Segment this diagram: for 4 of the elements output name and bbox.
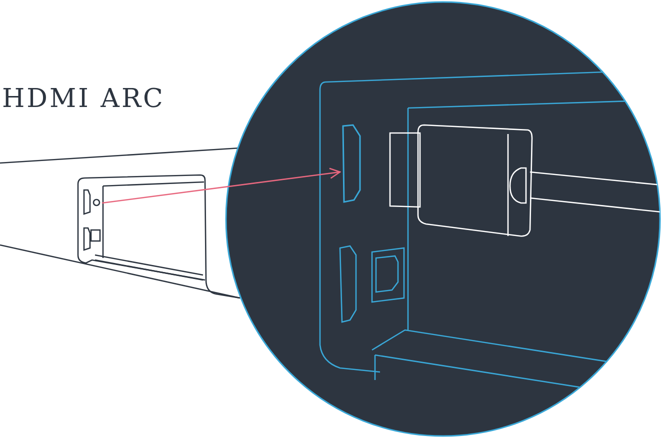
socket-hole-icon: [92, 198, 101, 207]
arrow: [102, 168, 341, 204]
hdmi-port-icon: [340, 124, 364, 204]
port-label: HDMI ARC: [2, 84, 165, 114]
